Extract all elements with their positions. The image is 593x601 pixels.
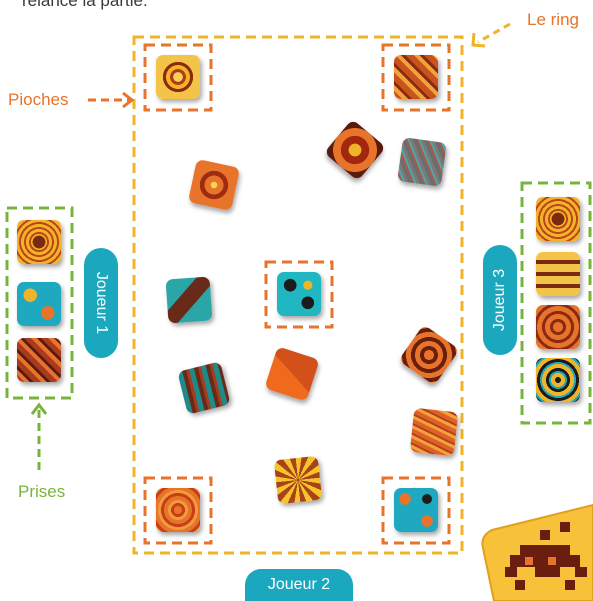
- monster-eye-left: [525, 557, 533, 565]
- monster-eye-right: [548, 557, 556, 565]
